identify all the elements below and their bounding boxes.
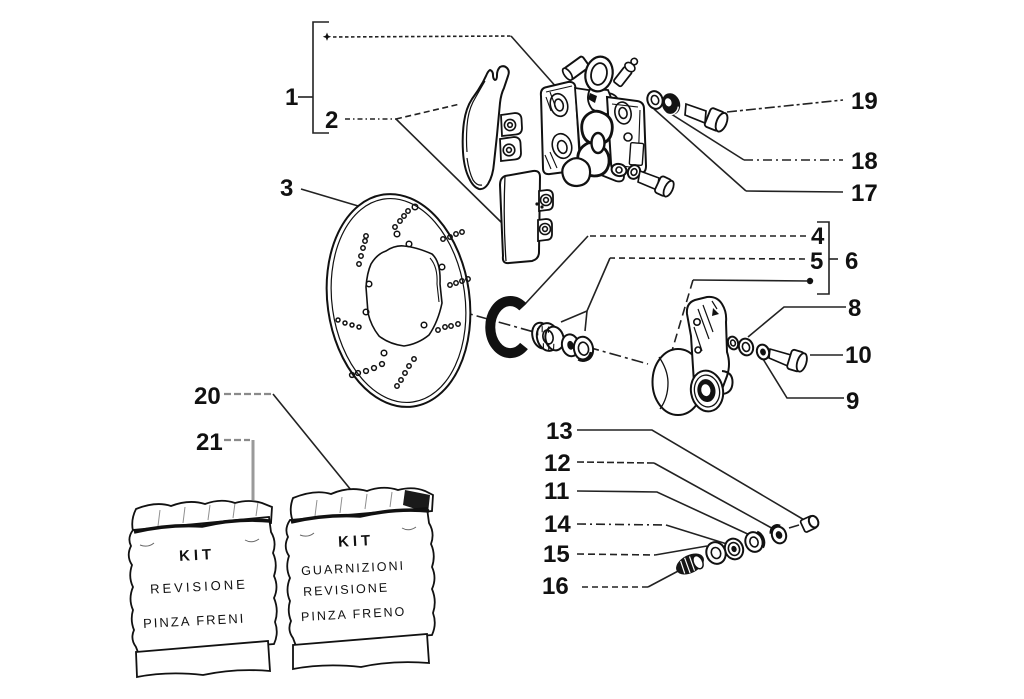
- svg-text:13: 13: [546, 418, 573, 445]
- svg-text:KIT: KIT: [179, 546, 216, 565]
- svg-text:6: 6: [845, 248, 858, 275]
- svg-text:PINZA FRENI: PINZA FRENI: [143, 611, 246, 631]
- svg-text:17: 17: [851, 180, 878, 207]
- svg-text:4: 4: [811, 223, 825, 250]
- svg-text:15: 15: [543, 541, 570, 568]
- svg-text:12: 12: [544, 450, 571, 477]
- svg-text:9: 9: [846, 388, 859, 415]
- svg-text:14: 14: [544, 511, 571, 538]
- svg-text:21: 21: [196, 429, 223, 456]
- svg-text:11: 11: [544, 478, 569, 505]
- svg-text:2: 2: [325, 107, 338, 134]
- svg-text:KIT: KIT: [338, 532, 375, 551]
- svg-text:GUARNIZIONI: GUARNIZIONI: [301, 559, 406, 578]
- svg-text:1: 1: [285, 84, 298, 111]
- svg-text:5: 5: [810, 248, 823, 275]
- svg-text:3: 3: [280, 175, 293, 202]
- svg-text:8: 8: [848, 295, 861, 322]
- svg-text:18: 18: [851, 148, 878, 175]
- svg-text:REVISIONE: REVISIONE: [150, 577, 248, 597]
- svg-text:REVISIONE: REVISIONE: [303, 580, 390, 598]
- svg-text:16: 16: [542, 573, 569, 600]
- svg-text:19: 19: [851, 88, 878, 115]
- svg-text:PINZA FRENO: PINZA FRENO: [301, 605, 407, 624]
- svg-text:20: 20: [194, 383, 221, 410]
- svg-text:10: 10: [845, 342, 872, 369]
